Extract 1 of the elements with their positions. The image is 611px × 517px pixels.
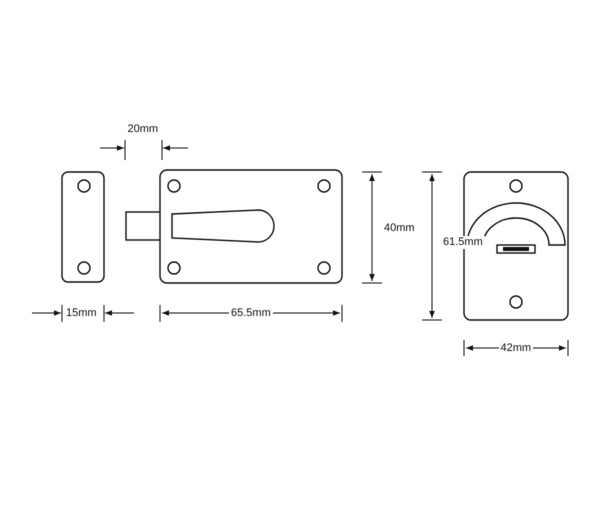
dimension-label: 61.5mm <box>441 236 485 249</box>
